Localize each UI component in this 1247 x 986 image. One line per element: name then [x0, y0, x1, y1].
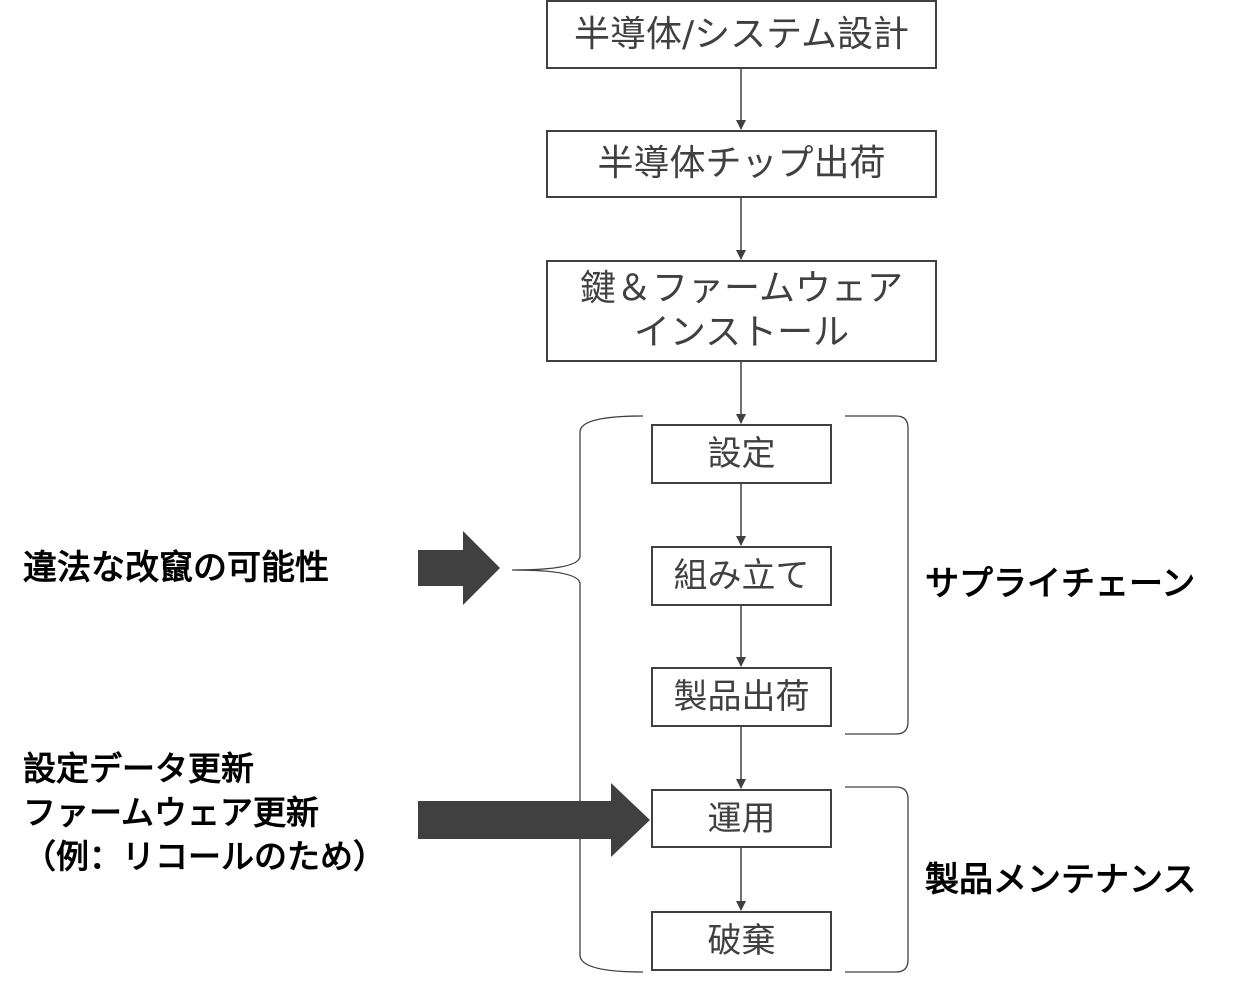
chip-shipment-step: 半導体チップ出荷	[546, 130, 937, 198]
tampering-arrow	[418, 531, 500, 605]
assembly-step: 組み立て	[651, 546, 832, 606]
disposal-step: 破棄	[651, 911, 832, 971]
key-firmware-install-step: 鍵＆ファームウェア インストール	[546, 260, 937, 362]
product-maintenance-label: 製品メンテナンス	[925, 860, 1197, 900]
update-label: 設定データ更新 ファームウェア更新 （例：リコールのため）	[23, 749, 386, 876]
tampering-label: 違法な改竄の可能性	[23, 548, 329, 588]
left-brace	[511, 415, 644, 973]
supply-chain-bracket	[845, 415, 909, 735]
maintenance-bracket	[845, 786, 909, 973]
design-step: 半導体/システム設計	[546, 0, 937, 69]
supply-chain-label: サプライチェーン	[925, 564, 1196, 604]
operation-step: 運用	[651, 789, 832, 848]
update-arrow	[418, 783, 650, 857]
product-shipment-step: 製品出荷	[651, 667, 832, 727]
configuration-step: 設定	[651, 424, 832, 484]
